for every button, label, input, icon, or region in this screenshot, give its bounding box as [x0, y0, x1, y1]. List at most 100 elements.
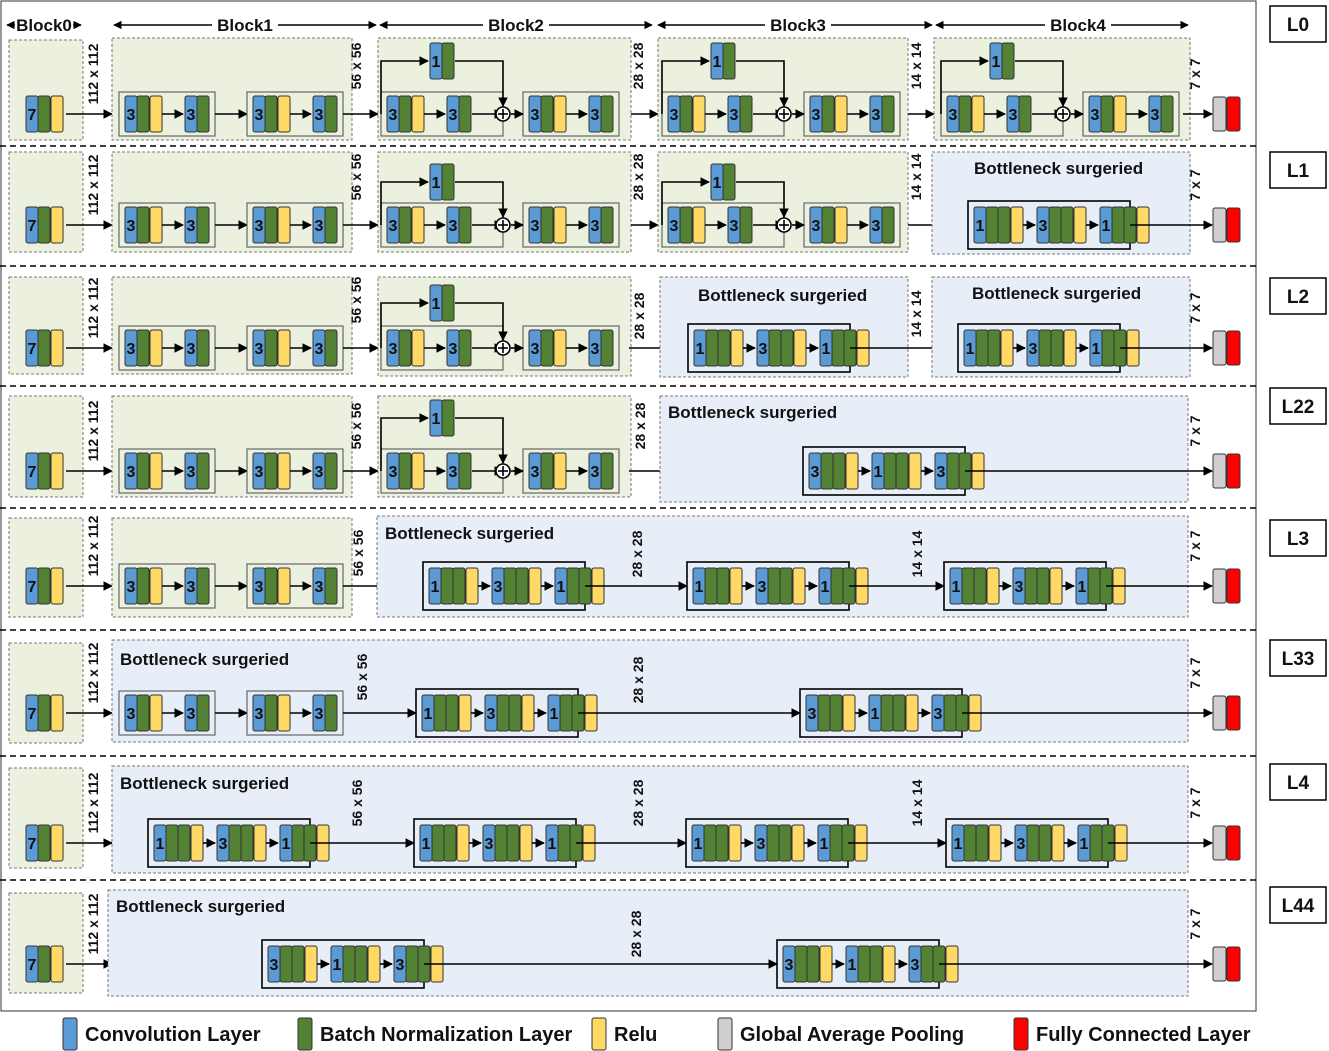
- layer-unit: 1: [279, 824, 330, 862]
- layer-unit: 1: [1075, 567, 1126, 605]
- batch-norm-layer: [264, 567, 278, 605]
- feature-map-size: 7 x 7: [1187, 415, 1203, 446]
- kernel-size-label: 1: [695, 579, 704, 596]
- layer-unit: 3: [124, 206, 163, 244]
- layer-unit: 3: [528, 329, 567, 367]
- batch-norm-layer: [441, 399, 455, 437]
- diagram-frame: [0, 0, 1257, 1012]
- batch-norm-layer: [600, 95, 614, 133]
- kernel-size-label: 7: [28, 579, 37, 596]
- batch-norm-layer: [37, 694, 51, 732]
- relu-layer: [50, 95, 64, 133]
- feature-map-size: 14 x 14: [908, 42, 924, 89]
- layer-unit: 3: [805, 694, 856, 732]
- layer-unit: 1: [989, 42, 1015, 80]
- batch-norm-layer: [820, 452, 834, 490]
- relu-layer: [971, 95, 985, 133]
- kernel-size-label: 1: [333, 957, 342, 974]
- relu-layer: [905, 694, 919, 732]
- legend-label: Fully Connected Layer: [1036, 1024, 1251, 1046]
- batch-norm-layer: [739, 206, 753, 244]
- relu-layer: [1073, 206, 1087, 244]
- batch-norm-layer: [264, 694, 278, 732]
- batch-norm-layer: [291, 824, 305, 862]
- batch-norm-layer: [1048, 206, 1062, 244]
- kernel-size-label: 7: [28, 464, 37, 481]
- relu-layer: [528, 567, 542, 605]
- kernel-size-label: 1: [952, 579, 961, 596]
- layer-unit: 3: [1088, 95, 1127, 133]
- batch-norm-layer: [37, 452, 51, 490]
- batch-norm-layer: [1038, 329, 1052, 367]
- variant-label-box: [1269, 519, 1327, 557]
- batch-norm-layer: [975, 329, 989, 367]
- shortcut-arrow: [455, 181, 508, 218]
- feature-map-size: 7 x 7: [1187, 169, 1203, 200]
- variant-label: L0: [1287, 15, 1309, 36]
- relu-layer: [1010, 206, 1024, 244]
- layer-unit: 1: [710, 163, 736, 201]
- variant-label: L3: [1287, 529, 1309, 550]
- feature-map-size: 28 x 28: [630, 153, 646, 200]
- kernel-size-label: 1: [1102, 218, 1111, 235]
- legend-swatch: [717, 1017, 733, 1051]
- batch-norm-layer: [540, 452, 554, 490]
- layer-unit: 3: [528, 206, 567, 244]
- kernel-size-label: 1: [1078, 579, 1087, 596]
- kernel-size-label: 3: [811, 464, 820, 481]
- batch-norm-layer: [1089, 824, 1103, 862]
- batch-norm-layer: [324, 206, 338, 244]
- kernel-size-label: 3: [1039, 218, 1048, 235]
- batch-norm-layer: [136, 452, 150, 490]
- batch-norm-layer: [946, 452, 960, 490]
- relu-layer: [519, 824, 533, 862]
- feature-map-size: 14 x 14: [909, 530, 925, 577]
- batch-norm-layer: [405, 945, 419, 983]
- relu-layer: [553, 329, 567, 367]
- layer-unit: 1: [973, 206, 1024, 244]
- kernel-size-label: 3: [187, 218, 196, 235]
- batch-norm-layer: [458, 206, 472, 244]
- batch-norm-layer: [441, 284, 455, 322]
- shortcut-arrow: [1015, 60, 1068, 107]
- layer-unit: 7: [25, 206, 64, 244]
- feature-map-size: 56 x 56: [348, 402, 364, 449]
- kernel-size-label: 3: [872, 107, 881, 124]
- layer-unit: 3: [124, 567, 163, 605]
- layer-unit: 1: [845, 945, 896, 983]
- layer-unit: 3: [869, 95, 895, 133]
- feature-map-size: 7 x 7: [1187, 787, 1203, 818]
- kernel-size-label: 3: [808, 706, 817, 723]
- batch-norm-layer: [679, 95, 693, 133]
- relu-layer: [792, 567, 806, 605]
- batch-norm-layer: [600, 206, 614, 244]
- batch-norm-layer: [958, 95, 972, 133]
- variant-label-box: [1269, 639, 1327, 677]
- layer-unit: 7: [25, 452, 64, 490]
- feature-map-size: 7 x 7: [1187, 908, 1203, 939]
- batch-norm-layer: [228, 824, 242, 862]
- layer-unit: 3: [446, 329, 472, 367]
- batch-norm-layer: [445, 694, 459, 732]
- legend-label: Convolution Layer: [85, 1024, 261, 1046]
- kernel-size-label: 3: [872, 218, 881, 235]
- batch-norm-layer: [136, 329, 150, 367]
- global-average-pooling: [1212, 825, 1227, 861]
- relu-layer: [411, 452, 425, 490]
- kernel-size-label: 1: [424, 706, 433, 723]
- batch-norm-layer: [973, 567, 987, 605]
- relu-layer: [50, 694, 64, 732]
- shortcut-arrow: [455, 60, 508, 107]
- layer-unit: 3: [754, 824, 805, 862]
- global-average-pooling: [1212, 695, 1227, 731]
- batch-norm-layer: [600, 452, 614, 490]
- batch-norm-layer: [264, 329, 278, 367]
- feature-map-size: 28 x 28: [630, 656, 646, 703]
- legend-label: Global Average Pooling: [740, 1024, 964, 1046]
- relu-layer: [277, 95, 291, 133]
- fully-connected-layer: [1226, 453, 1241, 489]
- layer-unit: 1: [868, 694, 919, 732]
- batch-norm-layer: [768, 329, 782, 367]
- batch-norm-layer: [441, 42, 455, 80]
- relu-layer: [1113, 95, 1127, 133]
